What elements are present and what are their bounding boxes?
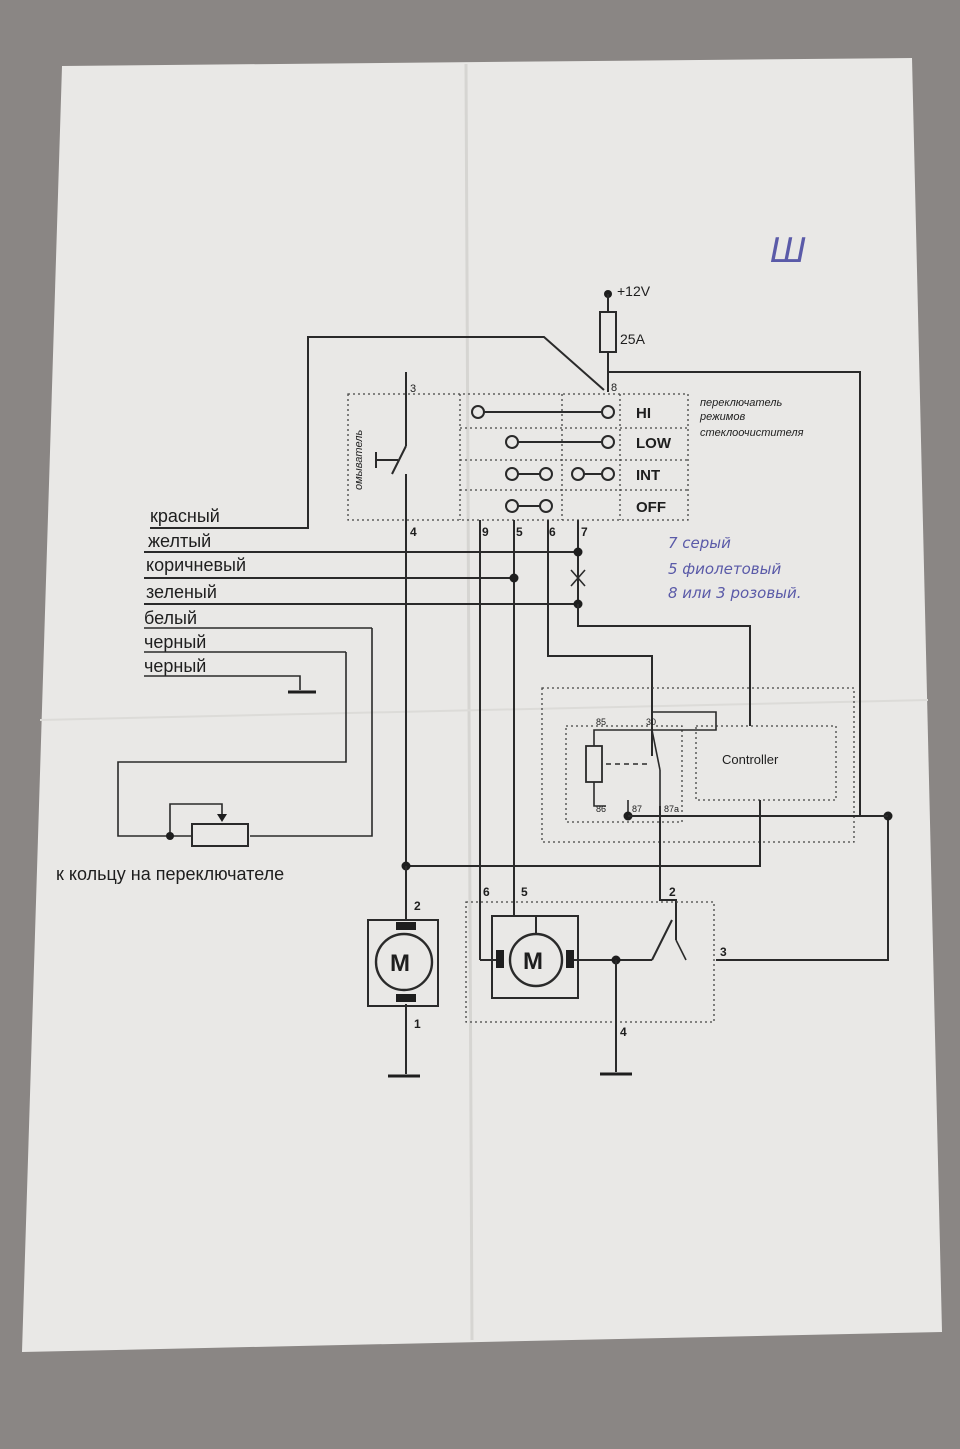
switch-frame (347, 393, 689, 521)
wiper-pin-5: 5 (521, 885, 528, 899)
wiper-pin-3: 3 (720, 945, 727, 959)
wire-brown: коричневый (146, 555, 246, 575)
wire-black-1: черный (144, 632, 206, 652)
washer-motor-symbol: M (390, 950, 410, 977)
washer-button: омыватель (353, 392, 407, 520)
controller-frame (695, 725, 837, 801)
relay-pin-87: 87 (632, 804, 642, 814)
fuse-label: 25A (620, 331, 646, 347)
pin-7: 7 (581, 525, 588, 539)
voltage-label: +12V (617, 283, 651, 299)
pin-3: 3 (410, 383, 416, 395)
washer-motor: M 2 1 (367, 866, 439, 1078)
corner-mark: Ш (770, 231, 806, 271)
mode-off: OFF (636, 499, 666, 516)
wiper-motor: M 6 5 2 3 4 (465, 885, 727, 1076)
power-supply: +12V 25A (599, 283, 651, 392)
paper-sheet (22, 58, 942, 1352)
wire-white: белый (144, 608, 197, 628)
relay-frame (565, 725, 683, 823)
wire-red: красный (150, 506, 220, 526)
pin-4: 4 (410, 525, 417, 539)
switch-title-2: режимов (699, 411, 745, 423)
switch-contacts (471, 405, 615, 513)
relay-pin-87a: 87a (664, 804, 679, 814)
controller-label: Controller (722, 752, 779, 767)
washer-pin-1: 1 (414, 1017, 421, 1031)
washer-label: омыватель (353, 430, 365, 490)
handwritten-note-1: 7 серый (668, 534, 731, 552)
wiper-motor-symbol: M (523, 948, 543, 975)
relay-block-frame (541, 687, 855, 843)
relay: 85 30 86 87 87a (585, 711, 717, 821)
mode-low: LOW (636, 435, 672, 452)
wiper-pin-4: 4 (620, 1025, 627, 1039)
ring-label: к кольцу на переключателе (56, 864, 284, 884)
mode-int: INT (636, 467, 660, 484)
washer-pin-2: 2 (414, 899, 421, 913)
pin-8: 8 (611, 382, 617, 394)
relay-pin-85: 85 (596, 717, 606, 727)
potentiometer (166, 803, 249, 847)
relay-pin-30: 30 (646, 717, 656, 727)
wiper-pin-2: 2 (669, 885, 676, 899)
switch-title-3: стеклоочистителя (700, 427, 804, 439)
pin-9: 9 (482, 525, 489, 539)
pin-5: 5 (516, 525, 523, 539)
relay-pin-86: 86 (596, 804, 606, 814)
wire-green: зеленый (146, 582, 217, 602)
wire-yellow: желтый (148, 531, 211, 551)
switch-title-1: переключатель (700, 397, 783, 409)
pin-6: 6 (549, 525, 556, 539)
wire-black-2: черный (144, 656, 206, 676)
handwritten-note-3: 8 или 3 розовый. (668, 584, 802, 602)
mode-hi: HI (636, 405, 651, 422)
wiper-pin-6: 6 (483, 885, 490, 899)
handwritten-note-2: 5 фиолетовый (668, 560, 781, 578)
